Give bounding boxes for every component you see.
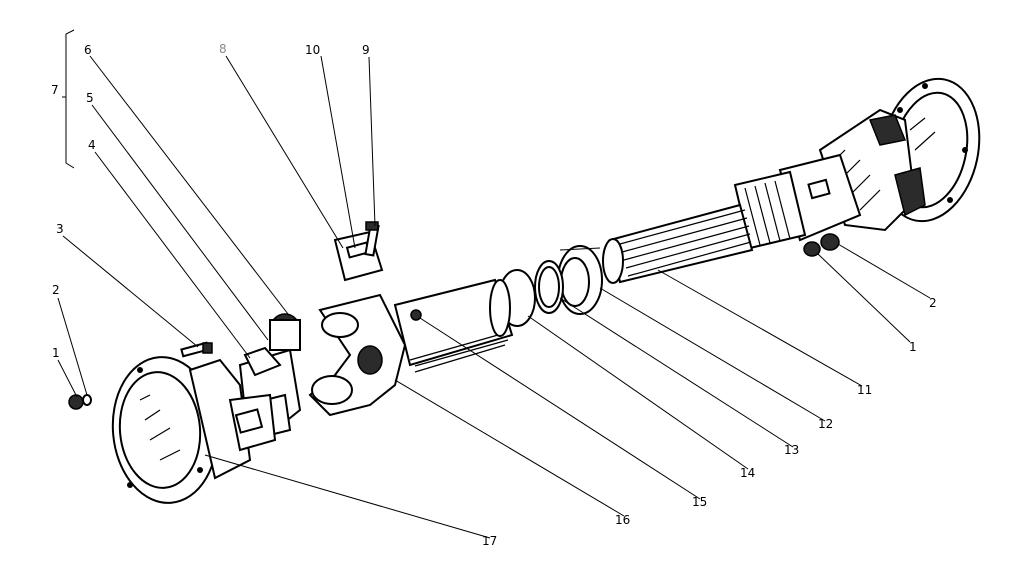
callout-2-left: 2	[52, 283, 60, 297]
cross-spider	[238, 313, 302, 437]
callout-15: 15	[692, 495, 707, 509]
callout-1-right: 1	[909, 340, 917, 354]
left-flange-yoke	[111, 356, 277, 504]
callout-6: 6	[84, 43, 92, 57]
ring-13	[534, 260, 564, 314]
right-nut-washer	[803, 233, 840, 257]
left-nut-washer	[68, 394, 92, 410]
callout-10: 10	[305, 43, 320, 57]
callout-7: 7	[51, 83, 59, 97]
callout-8: 8	[219, 42, 227, 56]
splined-shaft	[602, 153, 862, 284]
callout-11: 11	[857, 383, 872, 397]
callout-4: 4	[88, 138, 96, 152]
leader-lines	[57, 55, 931, 539]
group-bracket	[62, 29, 75, 169]
callout-16: 16	[615, 513, 630, 527]
callout-3: 3	[56, 222, 64, 236]
callout-14: 14	[740, 466, 755, 480]
callout-1-left: 1	[52, 346, 60, 360]
callout-9: 9	[362, 43, 370, 57]
sleeve-shaft	[393, 278, 514, 373]
bearing-ring-12	[557, 245, 603, 315]
slip-yoke	[308, 293, 407, 417]
callout-12: 12	[818, 417, 833, 431]
bolt-3	[180, 341, 213, 358]
callout-5: 5	[86, 91, 94, 105]
callout-2-right: 2	[929, 296, 937, 310]
callout-labels: 1 2 3 4 5 6 7 8 9 10 1 2 11 12 13 14 15 …	[51, 42, 937, 548]
callout-17: 17	[482, 534, 497, 548]
callout-13: 13	[784, 443, 799, 457]
